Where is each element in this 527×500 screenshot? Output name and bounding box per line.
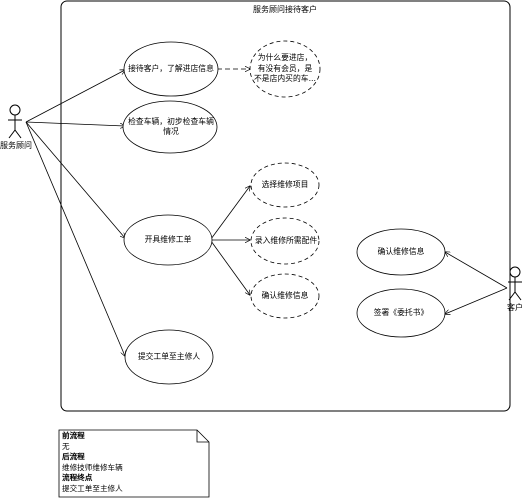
usecase-uc9 <box>356 228 446 276</box>
note-post-title: 后流程 <box>62 452 85 462</box>
usecase-uc10 <box>356 288 446 338</box>
usecase-uc3-label: 检查车辆，初步检查车辆情况 <box>128 116 214 137</box>
assoc-advisor-uc8 <box>25 121 125 356</box>
assoc-customer-uc9 <box>445 252 508 289</box>
usecase-uc7 <box>250 273 320 319</box>
system-boundary <box>60 0 511 412</box>
note-end-value: 提交工单至主修人 <box>62 483 123 493</box>
process-note: 前流程 无 后流程 维修技师维修车辆 流程终点 提交工单至主修人 <box>59 430 209 497</box>
usecase-uc1 <box>123 41 219 97</box>
usecase-uc4 <box>250 162 320 208</box>
usecase-uc6-label: 录入维修所需配件 <box>254 235 318 245</box>
usecase-uc9-label: 确认维修信息 <box>377 246 425 256</box>
usecase-uc3 <box>122 100 218 154</box>
actor-advisor-label: 服务顾问 <box>0 140 32 150</box>
note-end-title: 流程终点 <box>62 473 93 483</box>
usecase-uc1-label: 接待客户，了解进店信息 <box>128 63 214 73</box>
link-uc5-uc4 <box>210 186 250 240</box>
assoc-advisor-uc5 <box>25 121 125 238</box>
note-fold <box>196 430 209 443</box>
usecase-uc4-label: 选择维修项目 <box>261 179 309 189</box>
actor-customer <box>508 266 522 301</box>
note-pre-value: 无 <box>62 441 70 451</box>
note-post-value: 维修技师维修车辆 <box>62 462 123 472</box>
usecase-uc5-label: 开具维修工单 <box>144 234 192 244</box>
usecase-uc8-label: 提交工单至主修人 <box>137 351 201 361</box>
assoc-customer-uc10 <box>445 287 508 314</box>
note-shape <box>58 429 210 498</box>
actor-advisor <box>8 104 22 139</box>
link-uc5-uc7 <box>210 240 250 295</box>
assoc-advisor-uc3 <box>25 121 125 126</box>
usecase-uc6 <box>250 217 320 265</box>
assoc-advisor-uc1 <box>25 70 125 123</box>
actor-customer-label: 客户 <box>507 302 523 312</box>
usecase-uc10-label: 签署《委托书》 <box>373 307 429 317</box>
usecase-uc7-label: 确认维修信息 <box>261 290 309 300</box>
usecase-uc2 <box>249 40 321 98</box>
usecase-uc8 <box>124 329 214 385</box>
system-title: 服务顾问接待客户 <box>253 4 317 14</box>
usecase-uc5 <box>123 214 213 266</box>
note-pre-title: 前流程 <box>62 431 85 440</box>
usecase-uc2-label: 为什么要进店，有没有会员，是不是店内买的车... <box>254 53 317 84</box>
